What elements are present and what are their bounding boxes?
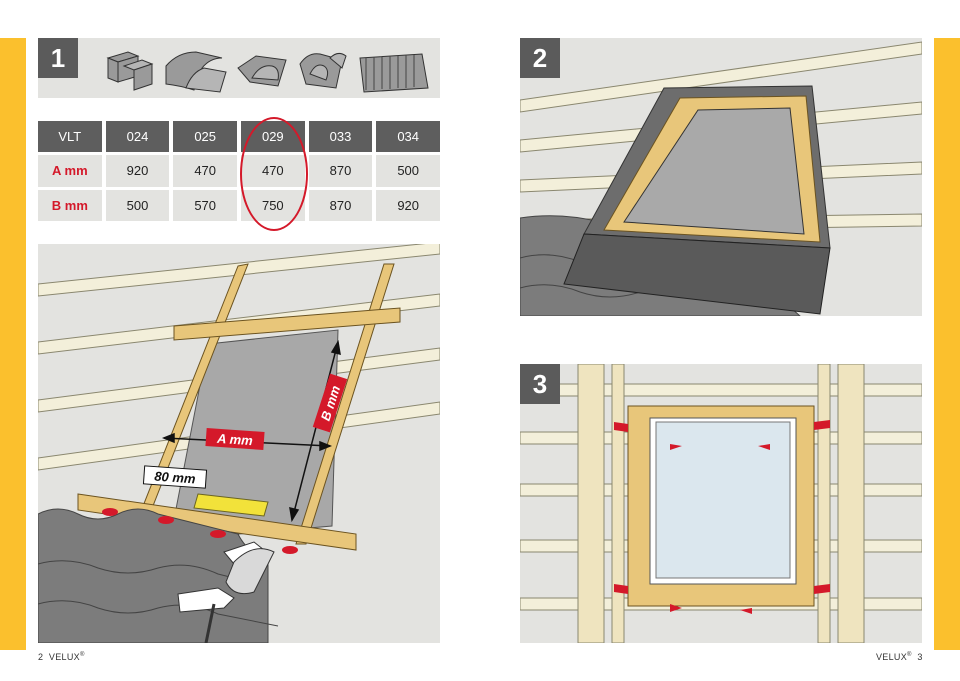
dimension-b-arrow [289,339,341,523]
table-cell: 870 [308,189,373,221]
offset-80mm-label: 80 mm [142,465,208,489]
table-header-cell: 025 [173,121,237,153]
tile-icons-row [106,51,429,93]
table-cell: 500 [105,189,170,221]
table-cell: 870 [308,155,373,187]
rafters [577,364,865,643]
table-header-cell: 024 [105,121,170,153]
footer-right: VELUX® 3 [876,652,923,662]
step1-number-badge: 1 [38,38,78,78]
svg-text:80 mm: 80 mm [154,469,197,487]
trademark-mark: ® [907,652,912,658]
svg-text:A mm: A mm [216,431,254,449]
right-margin-bar [934,38,960,650]
table-cell: 920 [376,189,440,221]
table-cell: 470 [173,155,237,187]
page-number-left: 2 [38,652,44,662]
table-header-cell: 034 [376,121,440,153]
flat-tile-icon [106,51,154,91]
table-row-label-b: B mm [38,189,102,221]
roman-tile-icon [237,55,287,87]
step1-tile-types-panel: 1 [38,38,440,98]
tile-clips [102,508,298,554]
roof-window [627,405,815,607]
brand-name: VELUX [876,652,908,662]
page-number-right: 3 [917,652,923,662]
table-cell: 500 [376,155,440,187]
table-row-label-a: A mm [38,155,102,187]
dimension-a-label: A mm [205,427,265,451]
brand-name: VELUX [48,652,80,662]
vlt-dimension-table: VLT 024 025 029 033 034 A mm 920 470 470… [38,121,440,221]
spirit-level-icon [193,493,269,517]
mounting-brackets [614,420,830,594]
gloved-hands-with-grinder-icon [177,541,275,643]
step2-illustration: 2 [520,38,922,316]
table-header-cell: 029 [241,121,305,153]
trademark-mark: ® [79,652,85,658]
roof-window-frame [563,85,831,315]
corrugated-sheet-icon [359,53,429,93]
table-cell: 750 [241,189,305,221]
table-header-cell: VLT [38,121,102,153]
table-cell: 570 [173,189,237,221]
step1-illustration: A mm B mm 80 mm [38,244,440,643]
step2-number-badge: 2 [520,38,560,78]
double-roman-tile-icon [299,52,347,89]
table-cell: 920 [105,155,170,187]
step3-illustration: 3 [520,364,922,643]
step3-number-badge: 3 [520,364,560,404]
footer-left: 2 VELUX® [38,652,85,662]
left-margin-bar [0,38,26,650]
screws [670,444,770,614]
table-cell: 470 [241,155,305,187]
pantile-icon [165,51,227,93]
table-header-cell: 033 [308,121,373,153]
